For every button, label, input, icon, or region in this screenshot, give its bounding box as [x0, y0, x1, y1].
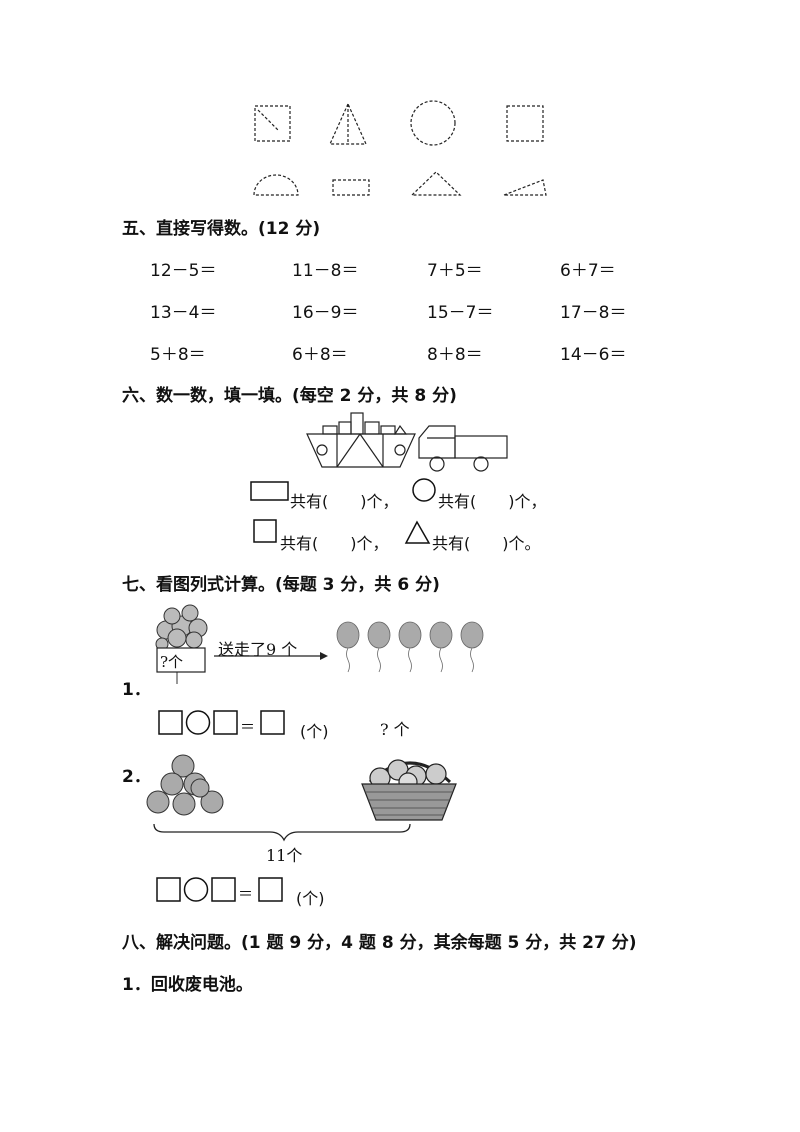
- square-count-text: 共有( )个，: [280, 534, 389, 553]
- dashed-shapes-figure: [253, 100, 547, 196]
- equals-sign: ＝: [240, 718, 256, 736]
- equation: 6＋7＝: [560, 261, 616, 281]
- equation: 8＋8＝: [427, 345, 483, 365]
- dashed-rectangle: [332, 179, 370, 196]
- triangle-count-text: 共有( )个。: [432, 534, 541, 553]
- dashed-right-triangle: [503, 179, 547, 196]
- equation: 13－4＝: [150, 303, 217, 323]
- answer-box[interactable]: [211, 877, 236, 902]
- dashed-square: [506, 105, 544, 142]
- total-label: 11个: [266, 846, 303, 865]
- equals-sign: ＝: [238, 885, 254, 903]
- apple-basket-icon: [361, 759, 457, 821]
- operator-circle[interactable]: [183, 877, 209, 902]
- q2-answer-row: [156, 877, 283, 902]
- basket-question-label: ? 个: [380, 720, 410, 739]
- section-7-title: 七、看图列式计算。(每题 3 分，共 6 分): [122, 575, 440, 595]
- rectangle-icon: [250, 481, 289, 501]
- unit-label: (个): [300, 722, 329, 741]
- equation: 6＋8＝: [292, 345, 348, 365]
- circle-icon: [412, 478, 436, 502]
- boat-illustration: [306, 412, 416, 468]
- equation: 11－8＝: [292, 261, 359, 281]
- balloon-icon: [336, 621, 360, 673]
- apples-figure: [146, 754, 457, 842]
- section-6-title: 六、数一数，填一填。(每空 2 分，共 8 分): [122, 386, 457, 406]
- answer-box[interactable]: [213, 710, 238, 735]
- q1-answer-row: [158, 710, 285, 735]
- equation: 12－5＝: [150, 261, 217, 281]
- truck-illustration: [418, 425, 508, 472]
- dashed-square-with-diagonal: [254, 105, 291, 142]
- balloon-bunch-icon: [155, 604, 208, 651]
- question-count-label: ?个: [160, 653, 184, 671]
- balloon-icon: [429, 621, 453, 673]
- question-1-text: 1．回收废电池。: [122, 975, 253, 995]
- dashed-semicircle: [253, 174, 299, 196]
- dashed-cone: [329, 102, 367, 145]
- total-brace: [153, 823, 411, 842]
- equation: 15－7＝: [427, 303, 494, 323]
- balloons-figure: [155, 604, 484, 684]
- arrow-label: 送走了9 个: [218, 640, 298, 659]
- unit-label: (个): [296, 889, 325, 908]
- balloon-icon: [367, 621, 391, 673]
- question-2-number: 2．: [122, 767, 151, 787]
- square-icon: [253, 519, 277, 543]
- answer-box[interactable]: [158, 710, 183, 735]
- answer-box[interactable]: [156, 877, 181, 902]
- section-8-title: 八、解决问题。(1 题 9 分，4 题 8 分，其余每题 5 分，共 27 分): [122, 933, 637, 953]
- equation: 7＋5＝: [427, 261, 483, 281]
- answer-box[interactable]: [258, 877, 283, 902]
- dashed-triangle: [410, 171, 462, 196]
- question-1-number: 1．: [122, 680, 151, 700]
- rectangle-count-text: 共有( )个，: [290, 492, 399, 511]
- question-box: [156, 647, 206, 673]
- boat-and-truck-figure: [306, 412, 508, 472]
- dashed-circle: [410, 100, 456, 146]
- equation: 5＋8＝: [150, 345, 206, 365]
- equation: 14－6＝: [560, 345, 627, 365]
- answer-box[interactable]: [260, 710, 285, 735]
- balloon-icon: [460, 621, 484, 673]
- apple-pile-icon: [146, 754, 224, 816]
- balloon-icon: [398, 621, 422, 673]
- circle-count-text: 共有( )个，: [438, 492, 547, 511]
- triangle-icon: [404, 520, 431, 544]
- section-5-title: 五、直接写得数。(12 分): [122, 219, 321, 239]
- operator-circle[interactable]: [185, 710, 211, 735]
- equation: 16－9＝: [292, 303, 359, 323]
- equation: 17－8＝: [560, 303, 627, 323]
